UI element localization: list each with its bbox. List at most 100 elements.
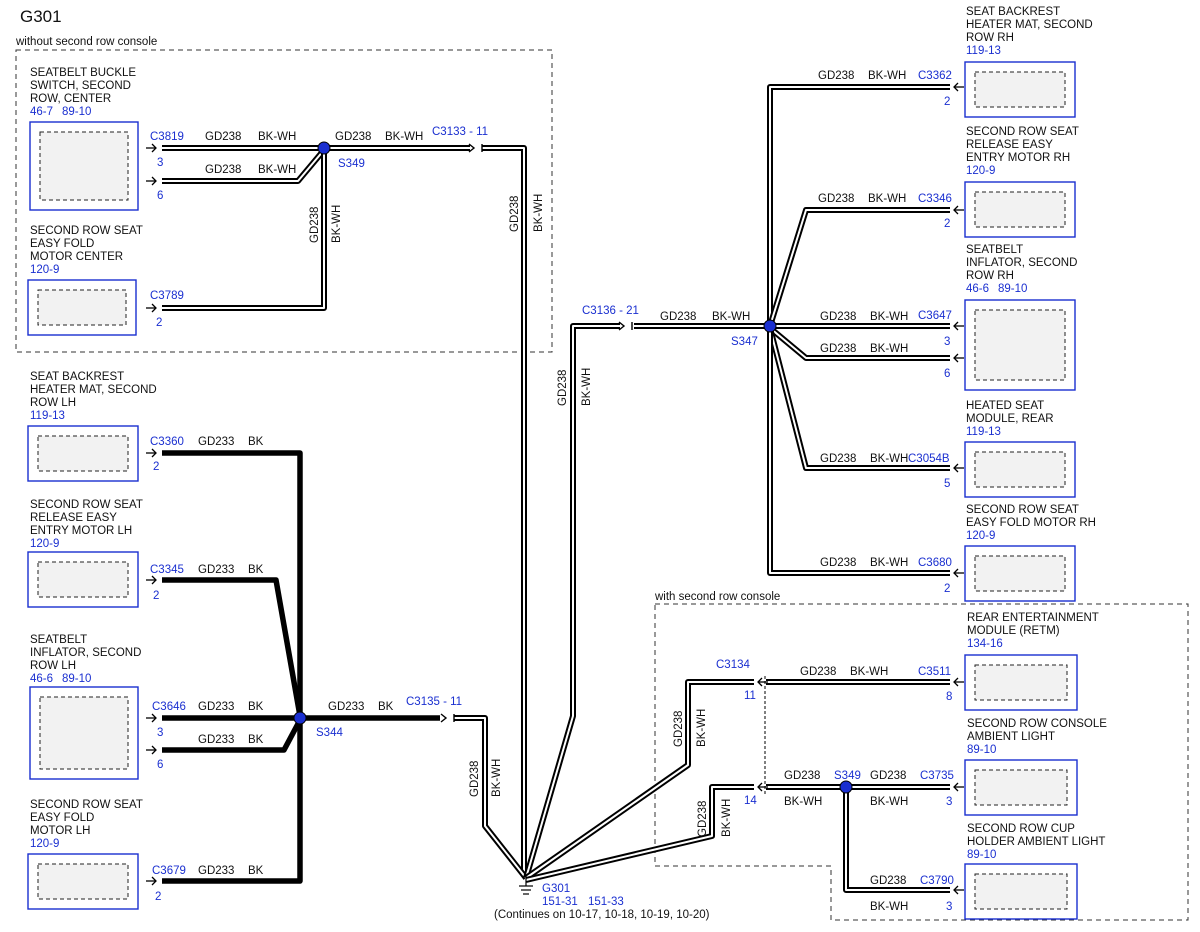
wire-c3135-g301 [454, 715, 529, 880]
wire-label-vertical-gd238: GD238 [673, 711, 685, 747]
component-label-cup: HOLDER AMBIENT LIGHT [967, 836, 1105, 848]
component-label-hsm: MODULE, REAR [966, 413, 1054, 425]
wire-label-gd238: GD238 [800, 666, 836, 678]
component-label-inf-rh: SEATBELT [966, 244, 1023, 256]
splice-s349-console [839, 780, 853, 794]
splice-s347 [763, 319, 777, 333]
connector-label-c3735: C3735 [920, 770, 954, 782]
pin-number-c3646: 3 [157, 727, 163, 739]
wire-c3680-s347 [767, 328, 950, 576]
ground-label: G301 [542, 883, 570, 895]
wire-label-bkwh: BK-WH [258, 164, 296, 176]
wire-label-vertical-bkwh: BK-WH [491, 759, 503, 797]
component-label-sf-rh: SECOND ROW SEAT [966, 504, 1079, 516]
wire-label-bkwh: BK-WH [870, 901, 908, 913]
pin-number-c3134: 14 [744, 795, 757, 807]
component-box-retm [964, 654, 1078, 711]
component-label-hsm: HEATED SEAT [966, 400, 1044, 412]
component-label-inf-lh: INFLATOR, SECOND [30, 647, 141, 659]
wire-label-vertical-gd238: GD238 [557, 370, 569, 406]
wire-label-bkwh: BK-WH [870, 453, 908, 465]
component-label-rel-rh: ENTRY MOTOR RH [966, 152, 1070, 164]
component-label-rel-lh: RELEASE EASY [30, 512, 117, 524]
wire-label-bkwh: BK-WH [870, 343, 908, 355]
connector-label-c3680: C3680 [918, 557, 952, 569]
component-ref-amb: 89-10 [967, 744, 996, 756]
wire-label-bkwh: BK-WH [868, 70, 906, 82]
wire-label-bkwh: BK-WH [258, 131, 296, 143]
connector-label-c3345: C3345 [150, 564, 184, 576]
component-ref-inf-rh: 89-10 [998, 283, 1027, 295]
connector-label-c3679: C3679 [152, 865, 186, 877]
region-label-without-console: without second row console [15, 36, 157, 48]
component-label-amb: AMBIENT LIGHT [967, 731, 1055, 743]
wire-label-vertical-bkwh: BK-WH [533, 194, 545, 232]
wire-c3054b-s347 [767, 327, 950, 471]
wire-label-gd238: GD238 [784, 770, 820, 782]
wire-label-gd233: GD233 [198, 734, 234, 746]
component-ref-hsm: 119-13 [966, 426, 1001, 438]
wire-c3360-s344 [162, 450, 303, 718]
wire-label-bk: BK [248, 564, 264, 576]
wire-label-gd233: GD233 [328, 701, 364, 713]
component-ref-sf-rh: 120-9 [966, 530, 995, 542]
wire-c3646-6-s344 [162, 718, 303, 753]
connector-label-c3362: C3362 [918, 70, 952, 82]
component-box-amb [964, 759, 1078, 816]
connector-label-c3647: C3647 [918, 310, 952, 322]
component-label-sbb-center: SWITCH, SECOND [30, 80, 131, 92]
wire-label-gd238: GD238 [820, 311, 856, 323]
wire-g301-c3134-11 [524, 679, 754, 881]
connector-label-c3511: C3511 [918, 666, 951, 678]
wire-label-bkwh: BK-WH [850, 666, 888, 678]
wire-label-gd238: GD238 [820, 557, 856, 569]
connector-label-c3789: C3789 [150, 290, 184, 302]
connector-label-c3136: C3136 - 21 [582, 305, 639, 317]
component-label-sf-center: SECOND ROW SEAT [30, 225, 143, 237]
component-label-sf-center: MOTOR CENTER [30, 251, 123, 263]
component-label-heat-rh: SEAT BACKREST [966, 6, 1060, 18]
component-box-heat-lh [27, 425, 139, 482]
wire-label-bk: BK [248, 865, 264, 877]
wire-c3346-s347 [767, 207, 950, 327]
wire-c3679-s344 [162, 720, 303, 884]
pin-number-c3819: 3 [157, 157, 163, 169]
component-box-inf-rh [964, 299, 1076, 391]
component-label-heat-lh: ROW LH [30, 397, 76, 409]
component-ref-sf-lh: 120-9 [30, 838, 59, 850]
component-box-sf-rh [964, 545, 1076, 602]
connector-label-c3346: C3346 [918, 193, 952, 205]
region-with-console [654, 603, 1189, 921]
pin-number-c3646: 6 [157, 759, 163, 771]
wire-label-gd233: GD233 [198, 701, 234, 713]
component-label-inf-rh: ROW RH [966, 270, 1014, 282]
ground-continuation-note: (Continues on 10-17, 10-18, 10-19, 10-20… [494, 909, 710, 921]
component-ref-sbb-center: 89-10 [62, 106, 91, 118]
wire-label-bkwh: BK-WH [868, 193, 906, 205]
wire-label-vertical-gd238: GD238 [509, 196, 521, 232]
wire-c3819-6-s349 [162, 148, 327, 184]
pin-number-c3134: 11 [744, 690, 756, 702]
region-label-with-console: with second row console [654, 591, 780, 603]
wire-label-gd238: GD238 [820, 343, 856, 355]
splice-label-s349: S349 [338, 158, 365, 170]
ground-ref-1: 151-31 [542, 896, 578, 908]
wire-label-gd238: GD238 [660, 311, 696, 323]
diagram-title: G301 [20, 7, 62, 26]
pin-number-c3346: 2 [944, 218, 950, 230]
connector-label-c3134: C3134 [716, 659, 750, 671]
component-box-hsm [964, 441, 1076, 498]
pin-number-c3345: 2 [153, 590, 159, 602]
pin-number-c3819: 6 [157, 190, 163, 202]
component-label-rel-lh: ENTRY MOTOR LH [30, 525, 132, 537]
wire-c3789-s349 [162, 150, 327, 311]
wire-c3345-s344 [162, 577, 303, 717]
wire-g301-c3136 [523, 323, 620, 879]
component-label-retm: MODULE (RETM) [967, 625, 1060, 637]
connector-label-c3135: C3135 - 11 [406, 696, 462, 708]
connector-label-c3360: C3360 [150, 436, 184, 448]
wire-label-gd233: GD233 [198, 436, 234, 448]
pin-number-c3360: 2 [153, 461, 159, 473]
component-label-cup: SECOND ROW CUP [967, 823, 1075, 835]
pin-number-c3679: 2 [155, 891, 161, 903]
